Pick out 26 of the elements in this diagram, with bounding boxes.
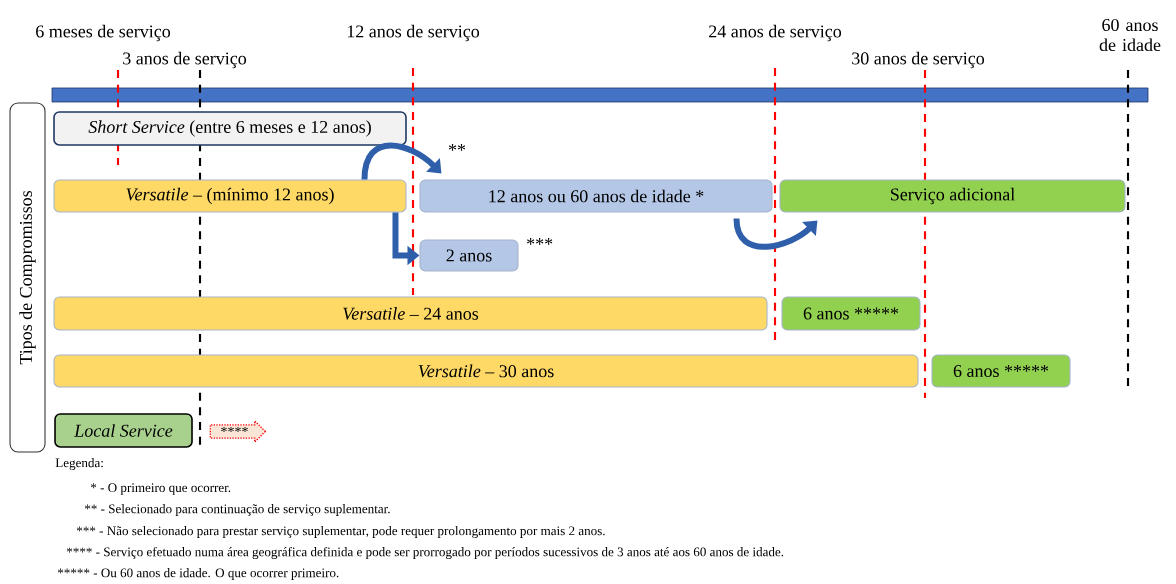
- legend-note: Legenda:: [55, 458, 103, 470]
- service-box: Short Service (entre 6 meses e 12 anos): [53, 111, 407, 146]
- service-bar: 12 anos ou 60 anos de idade *: [419, 179, 773, 213]
- category-band: Tipos de Compromissos: [9, 102, 46, 453]
- legend-note: ** - Selecionado para continuação de serviço suplementar.: [84, 504, 390, 516]
- service-bar: Versatile – (mínimo 12 anos): [53, 179, 407, 213]
- service-bar: 6 anos *****: [781, 296, 921, 331]
- curved-arrow: [361, 142, 442, 180]
- service-bar: Versatile – 30 anos: [53, 354, 919, 388]
- service-bar: 6 anos *****: [931, 354, 1071, 388]
- timeline-label: 6 meses de serviço: [36, 24, 171, 42]
- legend-note: **** - Serviço efetuado numa área geográfica definida e pode ser prorrogado por períodos sucessivos de 3 anos até aos 60 anos de idade.: [66, 547, 784, 559]
- service-bar: Serviço adicional: [779, 179, 1126, 213]
- timeline-label: 3 anos de serviço: [123, 51, 247, 69]
- legend-note: ***** - Ou 60 anos de idade. O que ocorrer primeiro.: [57, 568, 339, 580]
- timeline-label: 12 anos de serviço: [347, 24, 480, 42]
- service-box: Local Service: [54, 413, 193, 448]
- legend-note: * - O primeiro que ocorrer.: [90, 483, 231, 495]
- edge-label: **: [446, 142, 468, 158]
- timeline-label: 60 anos de idade: [1099, 18, 1161, 52]
- timeline-label: 24 anos de serviço: [709, 24, 842, 42]
- legend-note: *** - Não selecionado para prestar serviço suplementar, pode requer prolongamento por mais 2 anos.: [76, 526, 605, 538]
- footnote-mark: ***: [527, 238, 553, 245]
- timeline-label: 30 anos de serviço: [852, 51, 985, 69]
- service-bar: Versatile – 24 anos: [53, 296, 768, 331]
- service-bar: 2 anos: [419, 239, 519, 272]
